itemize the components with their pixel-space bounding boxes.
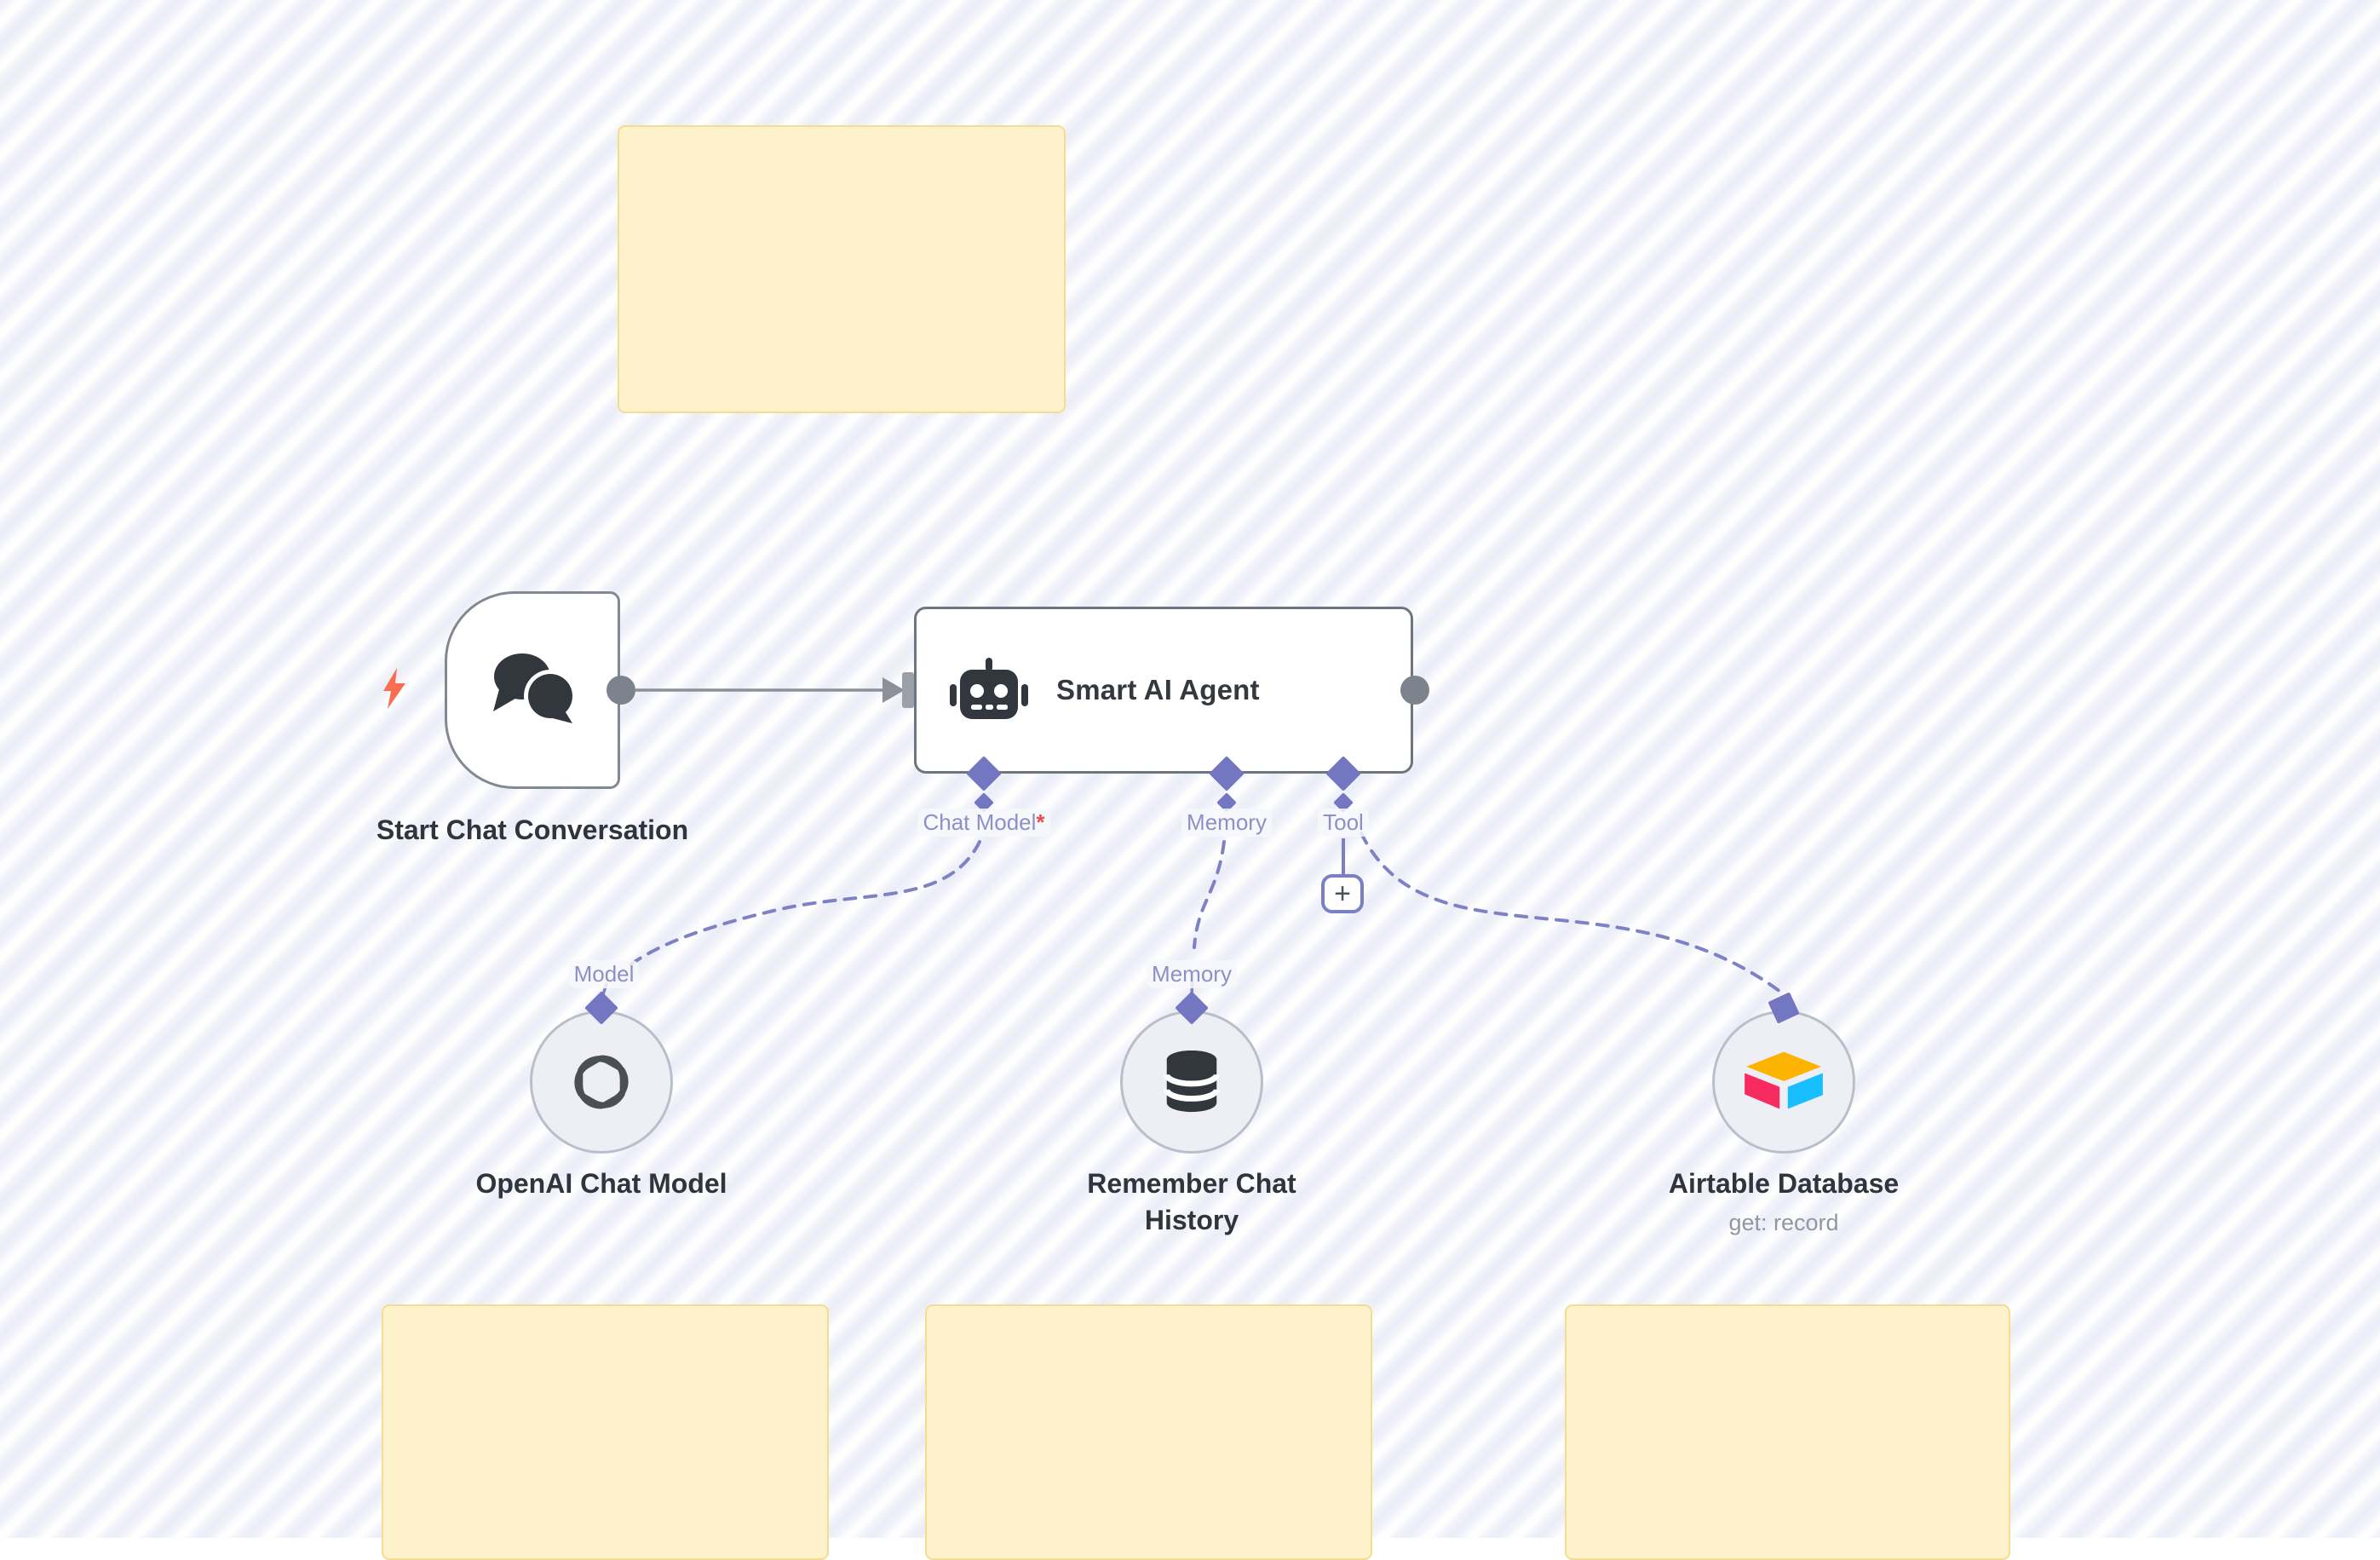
arrowhead-icon (882, 677, 905, 703)
history-node-label: Remember Chat History (1087, 1168, 1296, 1235)
airtable-logo-icon (1745, 1051, 1823, 1109)
openai-logo-icon (574, 1055, 629, 1109)
required-marker: * (1036, 809, 1045, 835)
trigger-node-label: Start Chat Conversation (376, 815, 689, 845)
port-label-tool: Tool (1288, 809, 1399, 837)
agent-input-port[interactable] (902, 672, 914, 708)
node-start-chat-conversation[interactable] (445, 591, 620, 789)
add-tool-button[interactable]: + (1321, 874, 1364, 913)
port-label-chat-model: Chat Model* (873, 809, 1095, 837)
port-label-memory: Memory (1154, 809, 1299, 837)
connection-memory-to-history[interactable] (1193, 840, 1226, 949)
node-smart-ai-agent[interactable]: Smart AI Agent (914, 607, 1413, 774)
connection-chat-model-to-openai[interactable] (620, 840, 981, 973)
airtable-node-label: Airtable Database (1668, 1168, 1900, 1199)
agent-node-title: Smart AI Agent (1056, 674, 1260, 705)
connection-tool-to-airtable[interactable] (1360, 832, 1782, 993)
node-airtable-database[interactable] (1712, 1010, 1855, 1154)
openai-node-label: OpenAI Chat Model (475, 1168, 727, 1199)
robot-icon (950, 658, 1028, 719)
chat-bubbles-icon (493, 653, 577, 730)
plus-icon: + (1334, 878, 1351, 910)
sticky-note-bottom-left[interactable] (382, 1304, 829, 1560)
database-icon (1164, 1050, 1220, 1113)
node-openai-chat-model[interactable] (530, 1010, 673, 1154)
sticky-note-bottom-middle[interactable] (925, 1304, 1372, 1560)
sticky-note-bottom-right[interactable] (1565, 1304, 2010, 1560)
node-remember-chat-history[interactable] (1120, 1010, 1263, 1154)
sticky-note-top[interactable] (618, 125, 1066, 413)
lightning-bolt-icon (383, 668, 405, 709)
port-label-subnode-memory: Memory (1107, 960, 1277, 988)
port-label-model: Model (519, 960, 689, 988)
connection-trigger-to-agent[interactable] (635, 672, 914, 708)
airtable-operation-label: get: record (1728, 1210, 1839, 1235)
